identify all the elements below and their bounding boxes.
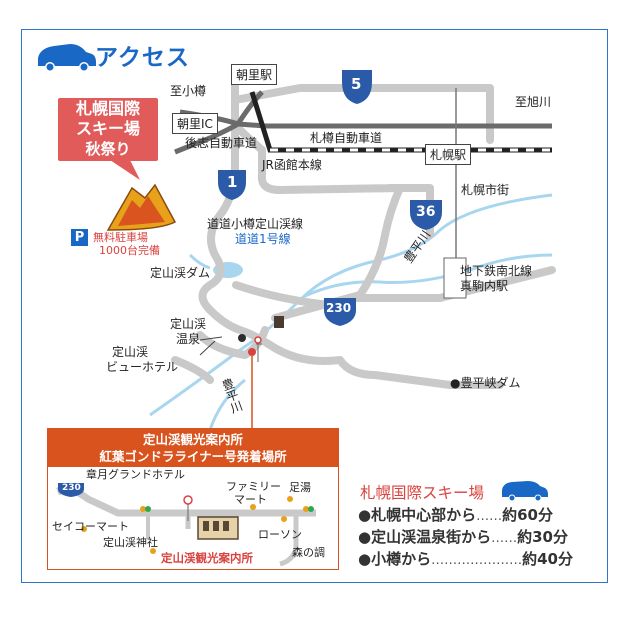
mori-no-shirabe-label: 森の調: [292, 546, 325, 559]
route-shield-230: [324, 298, 356, 326]
family-mart-label-2: マート: [234, 493, 267, 506]
tunnel-marker: [274, 316, 284, 328]
info-center-dot: [248, 348, 256, 356]
ashiyu-marker: [287, 496, 293, 502]
route-1-number: 1: [227, 173, 238, 191]
view-hotel-dot: [238, 334, 246, 342]
callout-line1: 札幌国際: [75, 99, 140, 118]
pointer-lines: [199, 336, 223, 356]
familymart-marker: [250, 504, 256, 510]
info-row-sapporo: ●札幌中心部から……約60分: [358, 504, 553, 525]
asari-station-label: 朝里駅: [231, 64, 278, 85]
info-row-dots: …………………: [431, 553, 523, 568]
inset-header-line2: 紅葉ゴンドラライナー号発着場所: [99, 449, 287, 464]
info-row-dots: ……: [491, 531, 518, 546]
jozankei-dam-label: 定山渓ダム: [150, 266, 211, 280]
to-asahikawa-label: 至旭川: [515, 95, 552, 109]
seicomart-label: セイコーマート: [52, 520, 129, 533]
callout-line3: 秋祭り: [85, 140, 131, 158]
route-no1-label: 道道1号線: [235, 232, 291, 246]
bus-stop-sign: [256, 342, 262, 362]
info-row-otaru: ●小樽から…………………約40分: [358, 548, 573, 569]
parking-label: 無料駐車場: [93, 231, 148, 244]
page-title: アクセス: [95, 45, 190, 71]
callout-pointer: [110, 160, 140, 180]
river: [149, 193, 553, 431]
car-icon: [38, 44, 96, 72]
sapporo-station-label: 札幌駅: [425, 144, 472, 165]
sassho-road-label: 札樽自動車道: [310, 131, 383, 145]
route-36-number: 36: [416, 204, 436, 220]
jozankei-onsen-label-2: 温泉: [176, 332, 201, 346]
inset-header: 定山渓観光案内所 紅葉ゴンドラライナー号発着場所: [48, 429, 338, 467]
info-row-time: 約60分: [502, 506, 553, 524]
subway-station-marker: [443, 257, 467, 299]
jinja-label: 定山渓神社: [103, 536, 158, 549]
event-callout: 札幌国際 スキー場 秋祭り: [58, 98, 158, 161]
info-center-label: 定山渓観光案内所: [161, 551, 253, 565]
parking-capacity: 1000台完備: [99, 244, 160, 257]
info-marker: [150, 548, 156, 554]
view-hotel-label-2: ビューホテル: [106, 360, 179, 374]
ski-resort-mountain-icon: [106, 183, 177, 231]
info-row-jozankei: ●定山渓温泉街から……約30分: [358, 526, 568, 547]
inset-header-line1: 定山渓観光案内所: [142, 432, 243, 447]
asari-ic-label: 朝里IC: [172, 113, 218, 134]
info-row-from: ●札幌中心部から: [358, 506, 477, 524]
jr-railway: [249, 91, 552, 153]
lawson-marker: [281, 516, 287, 522]
jozankei-onsen-label-1: 定山渓: [170, 317, 207, 331]
lawson-label: ローソン: [258, 528, 302, 541]
info-row-dots: ……: [476, 509, 503, 524]
view-hotel-label-1: 定山渓: [112, 345, 149, 359]
satsuki-hotel-label: 章月グランドホテル: [86, 468, 185, 481]
subway-line-label: 地下鉄南北線: [460, 264, 533, 278]
bus-stop-icon: [254, 336, 262, 344]
info-row-time: 約40分: [522, 550, 573, 568]
to-otaru-label: 至小樽: [170, 84, 207, 98]
inset-map: 定山渓観光案内所 紅葉ゴンドラライナー号発着場所 230 章月グランドホテル フ…: [47, 428, 339, 570]
inset-canvas: [55, 483, 316, 567]
shiribeshi-road-label: 後志自動車道: [185, 136, 258, 150]
ashiyu-label: 足湯: [289, 481, 311, 494]
info-row-from: ●定山渓温泉街から: [358, 528, 492, 546]
info-row-time: 約30分: [517, 528, 568, 546]
parking-icon: P: [71, 229, 88, 246]
info-row-from: ●小樽から: [358, 550, 432, 568]
route-5-number: 5: [351, 75, 362, 93]
car-icon-info: [502, 481, 548, 502]
bus-stop-icon-inset: [183, 495, 193, 505]
route-shield-1: [218, 170, 246, 200]
family-mart-label-1: ファミリー: [226, 480, 281, 493]
callout-line2: スキー場: [75, 119, 140, 138]
sapporo-city-label: 札幌市街: [461, 183, 510, 197]
inset-route-shield: [58, 483, 84, 497]
route-230-number: 230: [326, 301, 352, 315]
traffic-light: [140, 506, 146, 512]
jinja-marker: [81, 526, 87, 532]
traffic-light-2: [303, 506, 309, 512]
route-shield-36: [410, 200, 442, 230]
route-shield-5: [342, 70, 372, 104]
houheikyo-dam-label: ●豊平峡ダム: [450, 376, 521, 390]
inset-route-number: 230: [62, 483, 81, 493]
info-title: 札幌国際スキー場: [360, 484, 485, 502]
route-otaru-jozankei-label: 道道小樽定山渓線: [207, 217, 304, 231]
makomanai-station-label: 真駒内駅: [460, 279, 509, 293]
jr-line-label: JR函館本線: [262, 158, 322, 172]
